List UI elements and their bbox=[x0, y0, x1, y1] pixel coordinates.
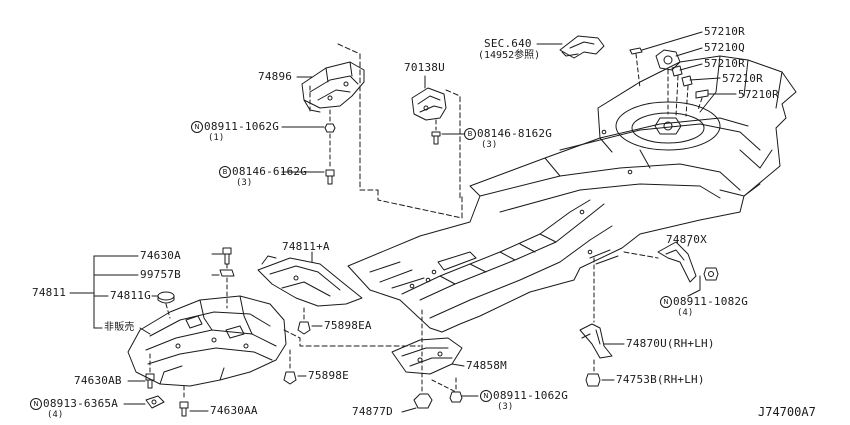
sec640-bracket-drawing bbox=[559, 35, 605, 59]
group-74811-bracket bbox=[69, 255, 151, 335]
part-label-74877D: 74877D bbox=[352, 405, 393, 418]
part-label-08911-1062G-top: 08911-1062G bbox=[204, 120, 280, 133]
part-label-74630AA: 74630AA bbox=[210, 404, 258, 417]
part-label-57210R-c: 57210R bbox=[722, 72, 763, 85]
part-label-74896: 74896 bbox=[258, 70, 293, 83]
part-label-08146-8162G: 08146-8162G bbox=[477, 127, 553, 140]
part-label-99757B: 99757B bbox=[140, 268, 181, 281]
bracket-74870-drawing bbox=[579, 239, 719, 387]
not-for-sale-note: 非販売 bbox=[104, 322, 135, 333]
part-label-74630A: 74630A bbox=[140, 249, 181, 262]
bracket-74858M-drawing bbox=[391, 309, 479, 413]
bolt-symbol-icon: B bbox=[219, 166, 231, 178]
part-label-74870U: 74870U(RH+LH) bbox=[626, 337, 715, 350]
cover-74811-drawing bbox=[123, 247, 421, 417]
part-label-08913-6365A: 08913-6365A bbox=[43, 397, 119, 410]
qty-08146-6162G: (3) bbox=[236, 178, 253, 188]
nut-symbol-icon: N bbox=[191, 121, 203, 133]
part-label-74811: 74811 bbox=[32, 286, 67, 299]
part-label-sec640: SEC.640 bbox=[484, 37, 532, 50]
part-label-57210R-d: 57210R bbox=[738, 88, 779, 101]
part-label-75898E: 75898E bbox=[308, 369, 349, 382]
spare-tire-parts-drawing bbox=[629, 31, 737, 117]
diagram-code: J74700A7 bbox=[758, 405, 816, 419]
bracket-70138U-drawing bbox=[411, 75, 465, 201]
part-label-74870X: 74870X bbox=[666, 233, 707, 246]
bracket-74896-drawing bbox=[281, 43, 463, 219]
part-label-08911-1062G-bottom: 08911-1062G bbox=[493, 389, 569, 402]
part-label-57210R-b: 57210R bbox=[704, 57, 745, 70]
part-label-08146-6162G: 08146-6162G bbox=[232, 165, 308, 178]
qty-08911-1062G-top: (1) bbox=[208, 133, 225, 143]
part-label-74753B: 74753B(RH+LH) bbox=[616, 373, 705, 386]
sec640-reference: (14952参照) bbox=[478, 50, 541, 61]
cover-74811A-drawing bbox=[257, 251, 363, 335]
part-label-70138U: 70138U bbox=[404, 61, 445, 74]
qty-08146-8162G: (3) bbox=[481, 140, 498, 150]
nut-symbol-icon: N bbox=[660, 296, 672, 308]
part-label-57210R-a: 57210R bbox=[704, 25, 745, 38]
part-label-74811G: 74811G bbox=[110, 289, 151, 302]
nut-symbol-icon: N bbox=[480, 390, 492, 402]
part-label-57210Q: 57210Q bbox=[704, 41, 745, 54]
qty-08911-1062G-bottom: (3) bbox=[497, 402, 514, 412]
part-label-74811A: 74811+A bbox=[282, 240, 330, 253]
part-label-74858M: 74858M bbox=[466, 359, 507, 372]
part-label-08911-1082G: 08911-1082G bbox=[673, 295, 749, 308]
qty-08913-6365A: (4) bbox=[47, 410, 64, 420]
part-label-74630AB: 74630AB bbox=[74, 374, 122, 387]
nut-symbol-icon: N bbox=[30, 398, 42, 410]
floor-panel-drawing bbox=[347, 55, 797, 333]
bolt-symbol-icon: B bbox=[464, 128, 476, 140]
qty-08911-1082G: (4) bbox=[677, 308, 694, 318]
part-label-75898EA: 75898EA bbox=[324, 319, 372, 332]
